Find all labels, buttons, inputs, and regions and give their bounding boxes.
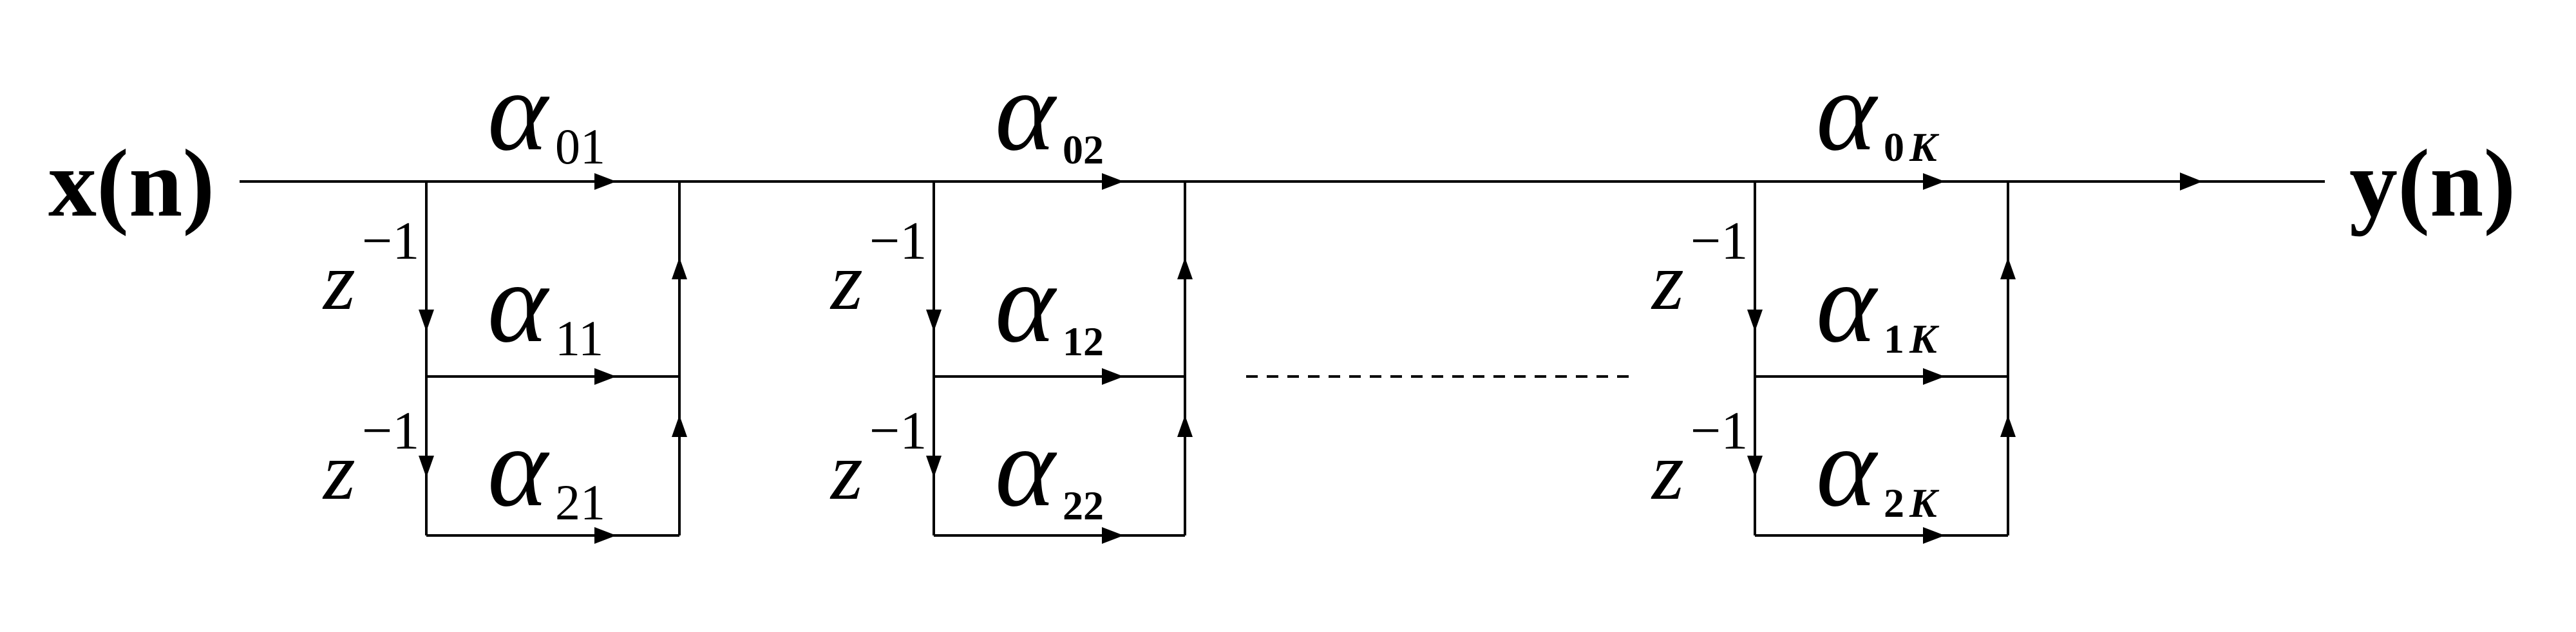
- alpha-subscript: 21: [555, 474, 605, 530]
- alpha-subscript: 12: [1063, 319, 1104, 364]
- sum-arrow: [2000, 415, 2016, 437]
- alpha-symbol: α: [995, 403, 1057, 530]
- sum-arrow: [672, 257, 687, 279]
- output-arrowhead: [2180, 172, 2202, 191]
- alpha-subscript: 1: [1884, 316, 1904, 362]
- alpha-subscript-k: K: [1909, 316, 1940, 362]
- alpha-subscript: 22: [1063, 483, 1104, 528]
- alpha-subscript: 0: [1884, 124, 1904, 170]
- delay-label: z: [829, 236, 863, 327]
- delay-exponent: −1: [869, 401, 927, 461]
- branch-arrow: [594, 368, 616, 385]
- branch-arrow: [594, 173, 616, 190]
- sum-arrow: [2000, 257, 2016, 279]
- delay-label: z: [322, 236, 355, 327]
- branch-arrow: [1102, 173, 1124, 190]
- input-label: x(n): [48, 130, 214, 237]
- alpha-symbol: α: [1816, 47, 1879, 174]
- alpha-symbol: α: [488, 239, 550, 366]
- alpha-subscript: 11: [555, 310, 603, 366]
- delay-label: z: [829, 425, 863, 517]
- alpha-subscript: 02: [1063, 127, 1104, 172]
- branch-arrow: [594, 527, 616, 544]
- alpha-symbol: α: [995, 239, 1057, 366]
- delay-exponent: −1: [362, 211, 419, 271]
- alpha-symbol: α: [995, 47, 1057, 174]
- delay-exponent: −1: [869, 211, 927, 271]
- alpha-symbol: α: [1816, 403, 1879, 530]
- delay-arrow: [419, 456, 434, 478]
- alpha-symbol: α: [488, 403, 550, 530]
- delay-arrow: [926, 456, 942, 478]
- branch-arrow: [1923, 173, 1945, 190]
- alpha-symbol: α: [488, 47, 550, 174]
- delay-arrow: [1747, 310, 1763, 331]
- delay-exponent: −1: [1690, 401, 1748, 461]
- alpha-subscript-k: K: [1909, 124, 1940, 170]
- branch-arrow: [1923, 368, 1945, 385]
- output-label: y(n): [2349, 130, 2515, 237]
- delay-arrow: [419, 310, 434, 331]
- branch-arrow: [1102, 527, 1124, 544]
- delay-arrow: [1747, 456, 1763, 478]
- sum-arrow: [1177, 257, 1193, 279]
- sum-arrow: [1177, 415, 1193, 437]
- branch-arrow: [1102, 368, 1124, 385]
- delay-exponent: −1: [362, 401, 419, 461]
- alpha-subscript: 01: [555, 118, 605, 174]
- delay-arrow: [926, 310, 942, 331]
- delay-label: z: [1651, 236, 1684, 327]
- branch-arrow: [1923, 527, 1945, 544]
- delay-label: z: [322, 425, 355, 517]
- alpha-symbol: α: [1816, 239, 1879, 366]
- alpha-subscript: 2: [1884, 480, 1904, 526]
- alpha-subscript-k: K: [1909, 480, 1940, 526]
- sum-arrow: [672, 415, 687, 437]
- delay-exponent: −1: [1690, 211, 1748, 271]
- delay-label: z: [1651, 425, 1684, 517]
